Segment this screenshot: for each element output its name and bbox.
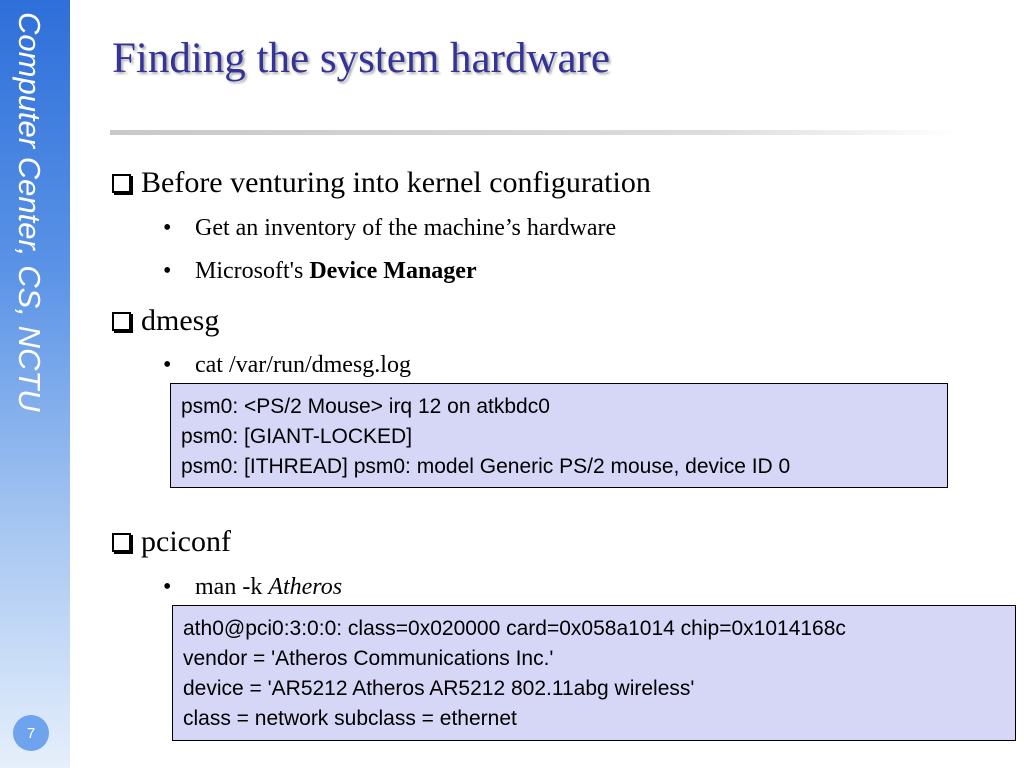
code-line: ath0@pci0:3:0:0: class=0x020000 card=0x0… <box>183 617 846 640</box>
section-heading-text: pciconf <box>141 525 231 558</box>
list-item-text: Microsoft's <box>195 258 310 284</box>
slide-title: Finding the system hardware <box>112 35 610 82</box>
list-item-text: cat /var/run/dmesg.log <box>195 352 411 378</box>
list-item: • man -k Atheros <box>163 574 342 601</box>
section-heading-dmesg: dmesg <box>112 304 219 338</box>
section-heading-pciconf: pciconf <box>112 525 231 559</box>
sidebar-label: Computer Center, CS, NCTU <box>12 12 47 412</box>
page-number-badge: 7 <box>13 715 49 751</box>
code-line: device = 'AR5212 Atheros AR5212 802.11ab… <box>183 677 695 700</box>
code-line: class = network subclass = ethernet <box>183 707 517 730</box>
checkbox-bullet-icon <box>112 532 131 552</box>
code-line: psm0: [ITHREAD] psm0: model Generic PS/2… <box>181 455 791 478</box>
section-heading-kernel: Before venturing into kernel configurati… <box>112 166 651 200</box>
bullet-icon: • <box>163 215 172 241</box>
section-heading-text: dmesg <box>141 304 220 337</box>
checkbox-bullet-icon <box>112 173 131 193</box>
bullet-icon: • <box>163 574 172 600</box>
list-item: • cat /var/run/dmesg.log <box>163 352 411 379</box>
list-item-text: Get an inventory of the machine’s hardwa… <box>195 215 617 241</box>
list-item: • Get an inventory of the machine’s hardw… <box>163 215 616 242</box>
checkbox-bullet-icon <box>112 311 131 331</box>
list-item: • Microsoft's Device Manager <box>163 258 477 285</box>
bullet-icon: • <box>163 352 172 378</box>
sidebar: Computer Center, CS, NCTU 7 <box>0 0 70 768</box>
list-item-italic-text: Atheros <box>268 574 343 600</box>
code-line: psm0: <PS/2 Mouse> irq 12 on atkbdc0 <box>181 395 550 418</box>
list-item-bold-text: Device Manager <box>309 258 477 284</box>
list-item-text: man -k <box>195 574 269 600</box>
section-heading-text: Before venturing into kernel configurati… <box>141 166 651 199</box>
code-line: vendor = 'Atheros Communications Inc.' <box>183 647 554 670</box>
code-box-dmesg: psm0: <PS/2 Mouse> irq 12 on atkbdc0 psm… <box>170 383 948 488</box>
code-line: psm0: [GIANT-LOCKED] <box>181 425 413 448</box>
bullet-icon: • <box>163 258 172 284</box>
title-divider <box>110 130 960 135</box>
code-box-pciconf: ath0@pci0:3:0:0: class=0x020000 card=0x0… <box>172 605 1016 741</box>
